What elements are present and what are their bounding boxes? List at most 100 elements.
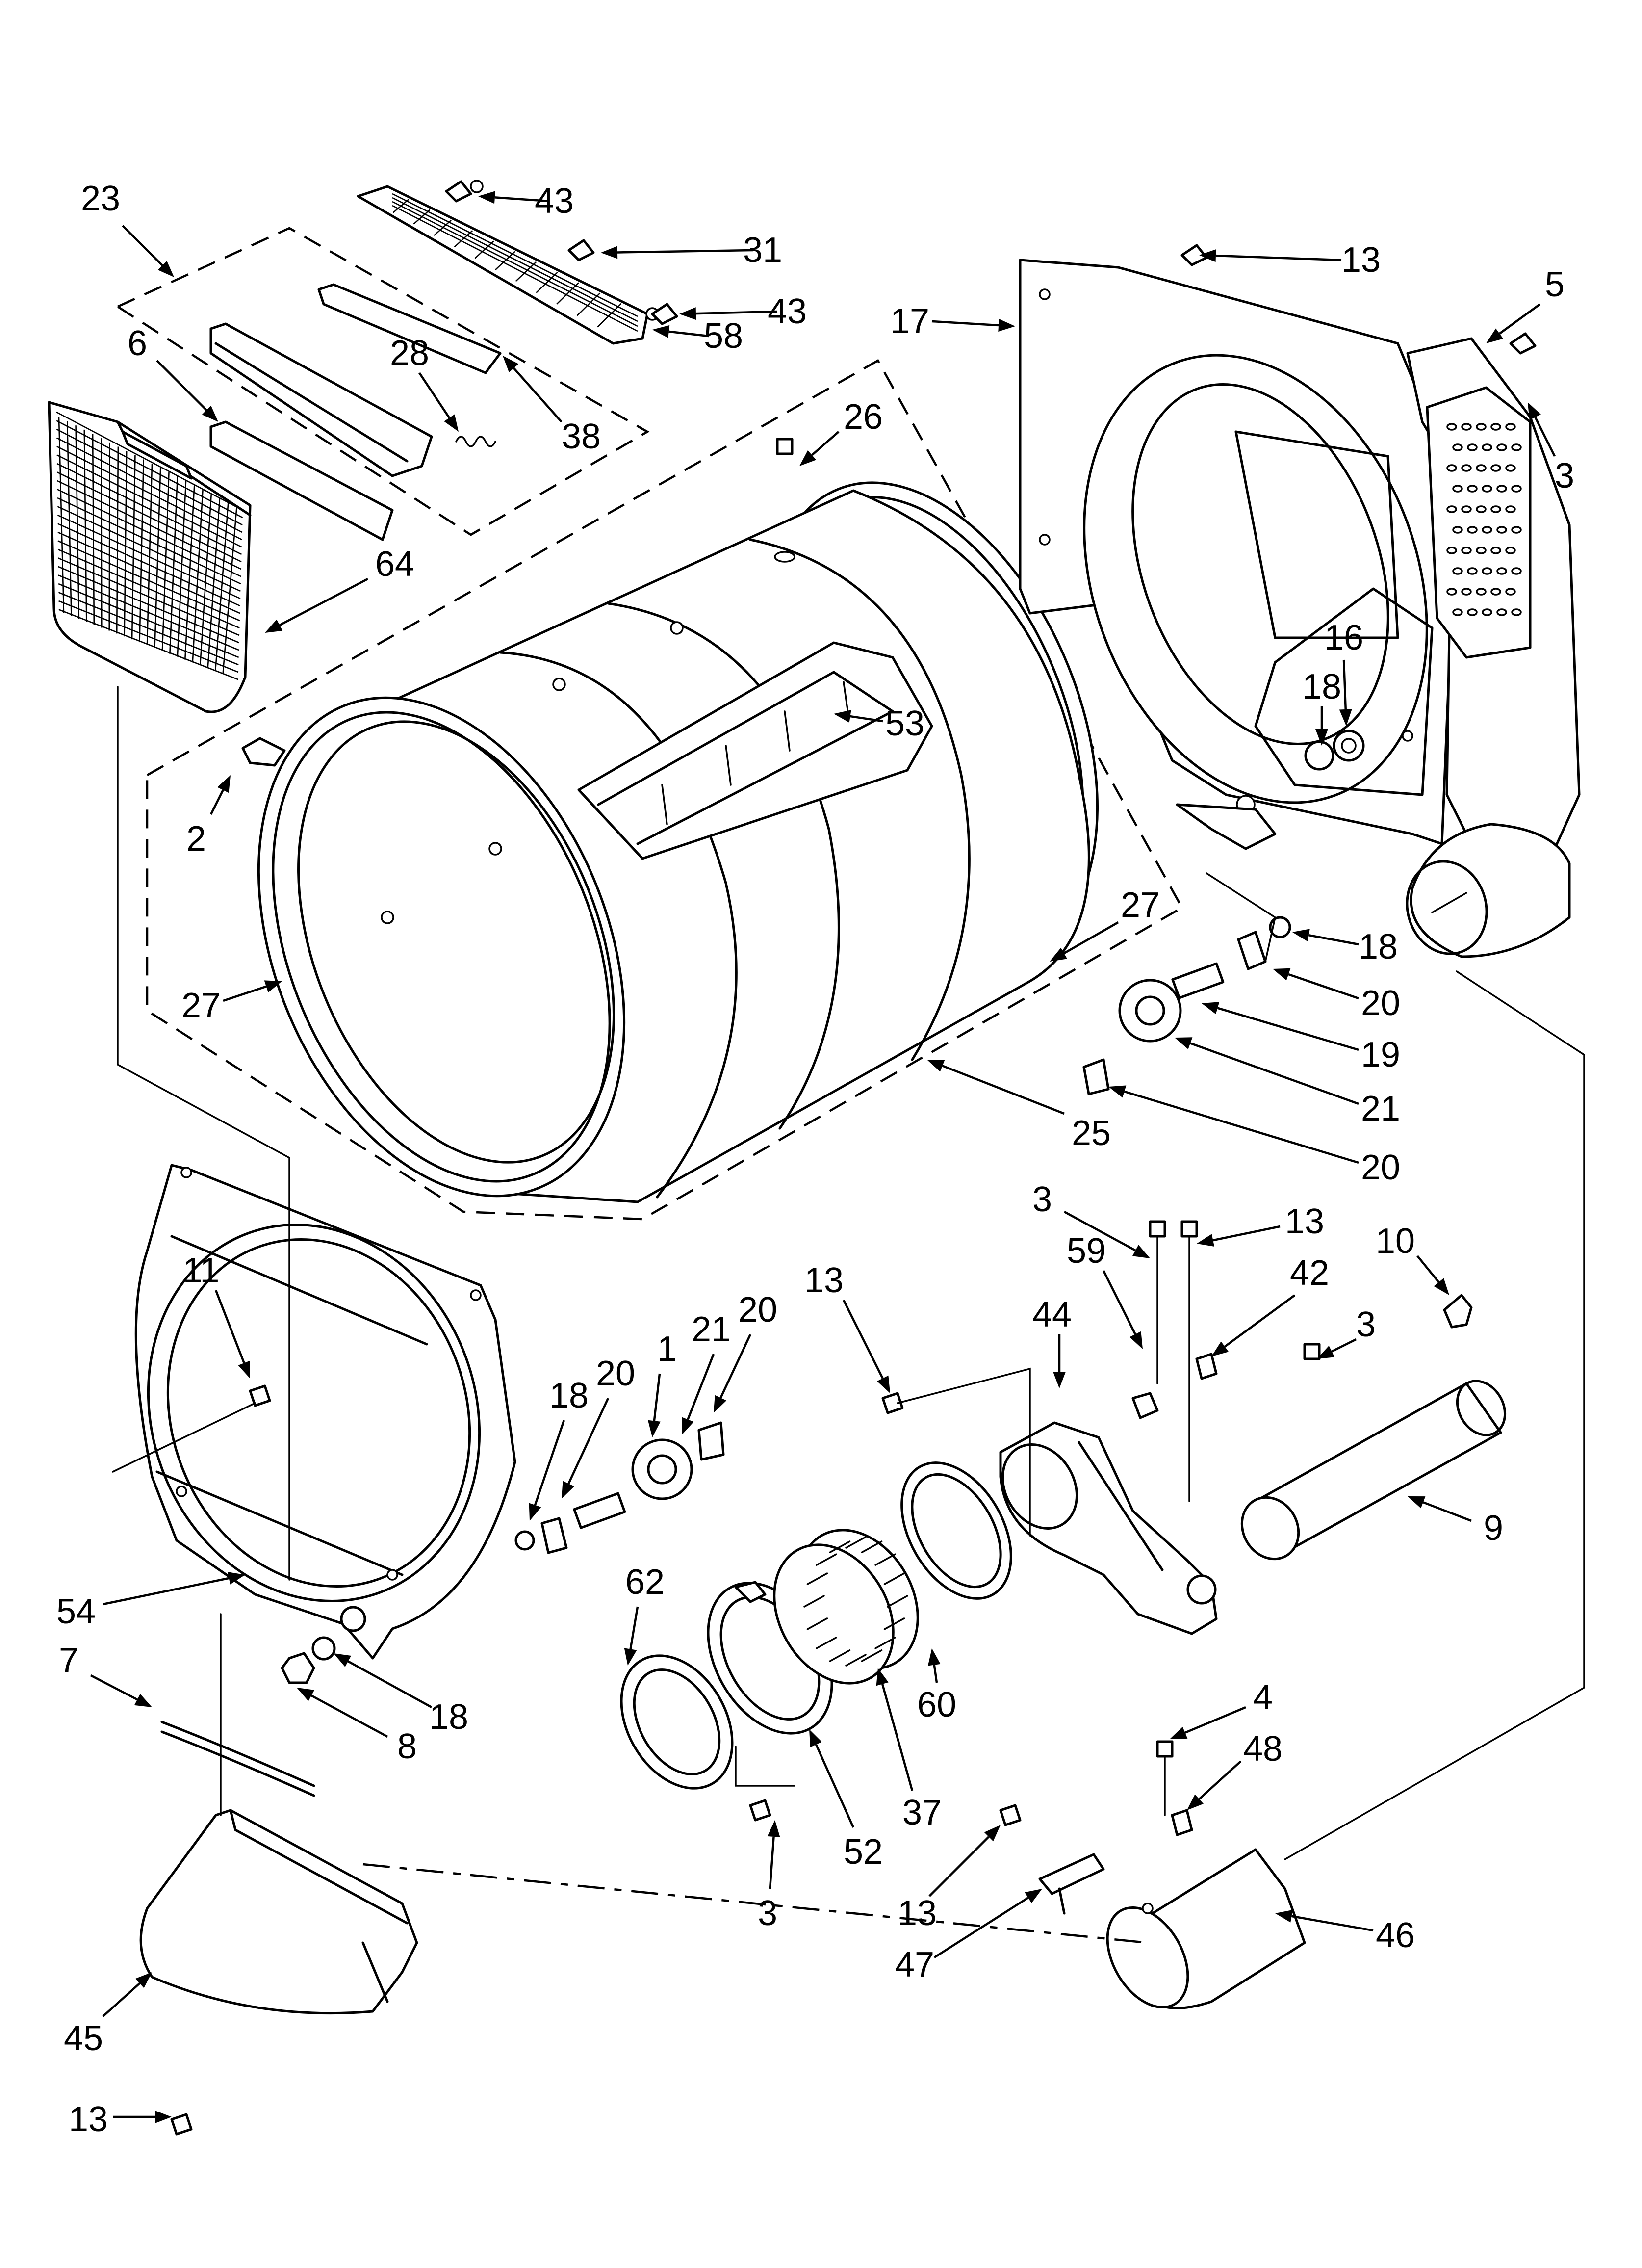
callout-8 xyxy=(265,578,369,633)
callout-label: 18 xyxy=(549,1376,589,1415)
leader-line xyxy=(769,1836,775,1889)
arrowhead xyxy=(679,307,696,320)
heater-perforations xyxy=(1446,423,1522,616)
arrowhead xyxy=(529,1503,541,1521)
callout-32 xyxy=(1317,1338,1357,1359)
callout-28 xyxy=(1102,1270,1143,1349)
callout-37 xyxy=(562,1398,610,1499)
callout-label: 58 xyxy=(704,316,743,356)
callout-label: 5 xyxy=(1545,265,1565,304)
callout-42 xyxy=(103,1572,245,1606)
callout-label: 28 xyxy=(390,334,429,373)
callout-46 xyxy=(927,1648,941,1683)
leader-line xyxy=(811,431,840,456)
lint-duct xyxy=(139,1809,418,2015)
callout-19 xyxy=(1339,659,1352,726)
leader-line xyxy=(687,1354,715,1420)
callout-label: 16 xyxy=(1324,618,1363,657)
arrowhead xyxy=(1408,1496,1426,1509)
arrowhead xyxy=(877,1375,890,1393)
callout-31 xyxy=(1053,1334,1066,1388)
callout-41 xyxy=(624,1606,639,1666)
arrowhead xyxy=(1132,1245,1150,1258)
leader-line xyxy=(933,1665,938,1683)
callout-label: 53 xyxy=(885,704,924,743)
callout-label: 47 xyxy=(895,1945,934,1984)
callout-label: 43 xyxy=(535,182,574,221)
callout-29 xyxy=(1211,1294,1296,1356)
arrowhead xyxy=(1528,402,1541,420)
front-bulkhead xyxy=(134,1164,516,1660)
callout-label: 62 xyxy=(625,1563,665,1602)
leader-line xyxy=(653,1373,661,1421)
arrowhead xyxy=(1129,1331,1143,1349)
callout-54 xyxy=(1275,1910,1374,1932)
arrowhead xyxy=(334,1653,352,1667)
callout-label: 13 xyxy=(1285,1202,1324,1241)
callout-40 xyxy=(714,1334,752,1413)
arrowhead xyxy=(155,2111,172,2123)
callout-label: 20 xyxy=(1361,984,1400,1023)
leader-line xyxy=(1124,1090,1359,1164)
leader-line xyxy=(122,225,163,266)
arrowhead xyxy=(264,980,282,993)
callout-0 xyxy=(122,225,174,277)
arrowhead xyxy=(503,356,519,373)
arrowhead xyxy=(1486,328,1504,343)
leader-line xyxy=(881,1684,914,1791)
leader-line xyxy=(1288,973,1359,1000)
arrowhead xyxy=(714,1395,727,1413)
arrowhead xyxy=(984,1825,1001,1842)
callout-47 xyxy=(876,1668,914,1791)
arrowhead xyxy=(1108,1085,1127,1098)
callout-label: 11 xyxy=(183,1251,220,1290)
leader-line xyxy=(347,1660,433,1708)
callout-label: 10 xyxy=(1376,1222,1415,1261)
blower-parts xyxy=(620,1353,1218,1790)
callout-label: 43 xyxy=(768,292,807,331)
callout-label: 3 xyxy=(758,1894,777,1933)
callout-44 xyxy=(297,1688,388,1738)
leader-line xyxy=(1331,1338,1357,1353)
callout-label: 45 xyxy=(64,2019,103,2058)
arrowhead xyxy=(228,1572,245,1585)
leader-line xyxy=(103,1577,230,1606)
arrowhead xyxy=(998,319,1015,332)
callout-16 xyxy=(1199,249,1342,262)
arrowhead xyxy=(1292,929,1310,941)
leader-line xyxy=(418,372,451,418)
heater-assembly xyxy=(1406,337,1581,958)
leader-line xyxy=(815,1744,855,1828)
callout-23 xyxy=(1202,1002,1359,1051)
arrowhead xyxy=(1187,1794,1204,1810)
arrowhead xyxy=(1053,1372,1066,1388)
leader-line xyxy=(494,196,550,203)
callout-34 xyxy=(842,1299,890,1393)
callout-label: 27 xyxy=(1121,886,1160,925)
arrowhead xyxy=(647,1420,661,1437)
leader-line xyxy=(279,578,369,626)
lint-screen xyxy=(48,401,252,713)
arrowhead xyxy=(297,1688,315,1701)
leader-line xyxy=(1184,1706,1246,1734)
drum-seal xyxy=(160,1721,315,1787)
arrowhead xyxy=(157,261,174,277)
callout-label: 48 xyxy=(1243,1729,1283,1769)
arrowhead xyxy=(1175,1037,1193,1049)
leader-line xyxy=(668,330,709,338)
leader-line xyxy=(931,320,999,327)
arrowhead xyxy=(1434,1278,1449,1295)
callout-label: 6 xyxy=(128,324,147,363)
lint-screen-mesh xyxy=(56,411,243,680)
arrowhead xyxy=(876,1668,889,1686)
leader-line xyxy=(842,1299,884,1379)
callout-53 xyxy=(933,1889,1042,1958)
callout-label: 9 xyxy=(1484,1509,1503,1548)
callout-30 xyxy=(1416,1255,1449,1295)
arrowhead xyxy=(217,775,231,793)
assembly-lines xyxy=(112,686,1585,1944)
callout-9 xyxy=(209,775,231,815)
callout-label: 25 xyxy=(1072,1114,1111,1153)
callout-3 xyxy=(679,307,778,320)
